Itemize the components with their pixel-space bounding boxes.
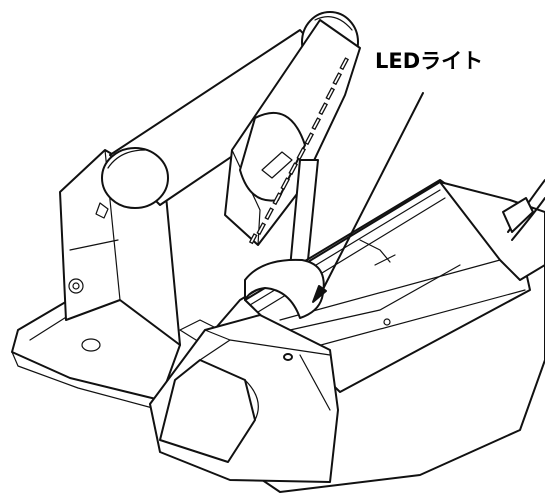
camera-head bbox=[224, 19, 361, 246]
arrow-pointer-icon bbox=[319, 92, 424, 296]
front-nose bbox=[149, 314, 339, 483]
knob-icon bbox=[68, 278, 84, 294]
vent-slots bbox=[248, 57, 349, 245]
callout-label: LEDライト bbox=[375, 49, 483, 73]
led-callout: LEDライト bbox=[312, 49, 483, 303]
led-light-spot-icon bbox=[283, 353, 293, 361]
